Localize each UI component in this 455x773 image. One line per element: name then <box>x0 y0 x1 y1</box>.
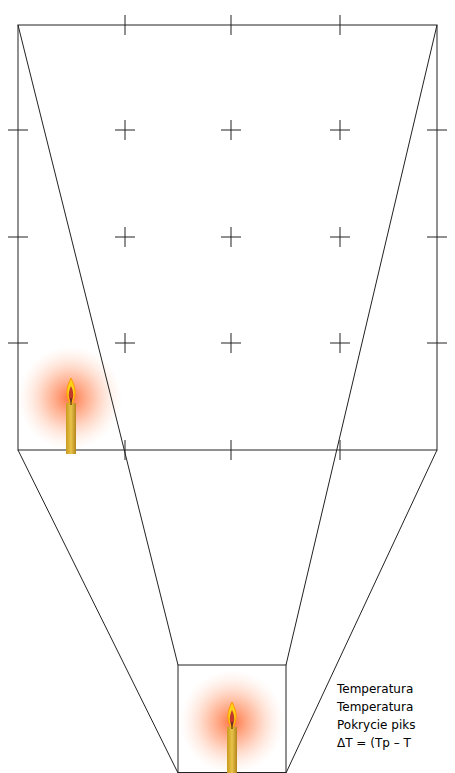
projection-line <box>18 450 178 773</box>
heat-glow <box>180 670 284 773</box>
candle <box>227 702 237 773</box>
grid-crosses <box>8 15 447 460</box>
note-text: Temperatura <box>337 681 413 697</box>
candle <box>66 378 76 454</box>
pixel-box <box>178 665 286 773</box>
note-text: ΔT = (Tp – T <box>337 735 411 751</box>
note-text: Temperatura <box>337 699 413 715</box>
projection-line <box>286 25 437 665</box>
note-text: Pokrycie piks <box>337 717 415 733</box>
projection-line <box>286 450 437 773</box>
projection-line <box>18 25 178 665</box>
